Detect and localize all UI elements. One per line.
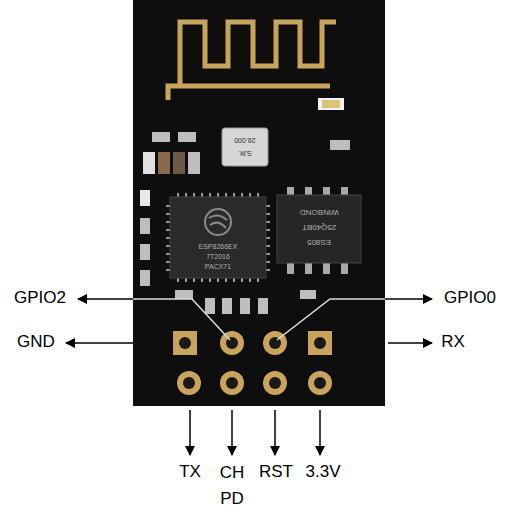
chip-marking: PACX71: [205, 263, 231, 271]
passive-components: [140, 132, 350, 314]
pin-label: GND: [17, 332, 55, 352]
pin-label: RX: [441, 332, 465, 352]
pin-label: GPIO2: [14, 288, 66, 308]
pcb-board: [133, 0, 385, 406]
led-die: [322, 100, 340, 108]
pin-label: CH PD: [215, 460, 249, 513]
header-pads: [173, 331, 332, 395]
pin-label: RST: [259, 462, 293, 482]
pin-label: TX: [179, 462, 201, 482]
flash-chip: [277, 187, 361, 274]
esp8266-chip: [166, 193, 270, 282]
crystal-marking: 26.000: [234, 136, 255, 144]
pcb-antenna: [168, 22, 336, 100]
chip-marking: ES805: [307, 237, 331, 247]
led: [318, 98, 344, 110]
chip-marking: 25Q40BT: [302, 222, 336, 232]
chip-marking: WINBOND: [300, 207, 339, 217]
crystal: [222, 128, 268, 166]
pin-label: GPIO0: [444, 288, 496, 308]
pin-label: 3.3V: [306, 462, 341, 482]
chip-marking: ESP8266EX: [199, 243, 238, 251]
crystal-marking: SJK: [239, 149, 252, 157]
chip-marking: 7T2016: [206, 253, 230, 261]
pin-leaders: [66, 299, 432, 455]
